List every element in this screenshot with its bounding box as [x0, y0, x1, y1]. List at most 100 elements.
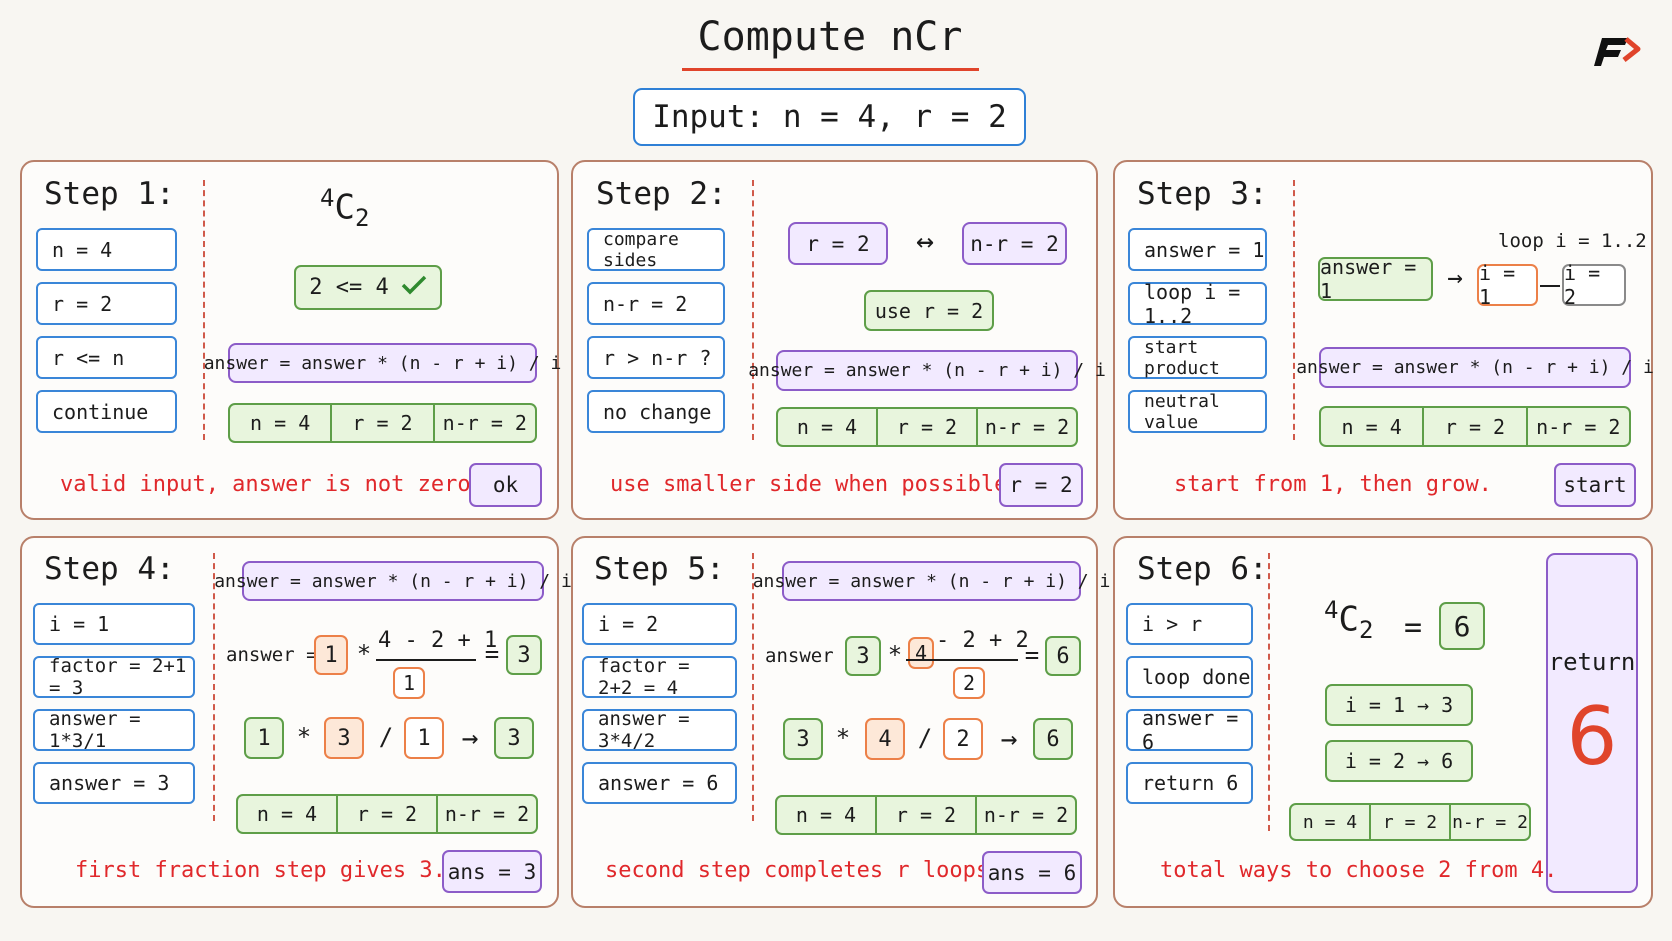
step-3-box: answer = 1: [1128, 228, 1267, 271]
step-3-box: loop i = 1..2: [1128, 280, 1267, 328]
row-operator: /: [917, 724, 933, 752]
ans-3-button[interactable]: ans = 3: [442, 850, 542, 893]
step-6-title: Step 6:: [1137, 551, 1268, 587]
fraction-bar: [906, 659, 1018, 661]
step-2-box: r > n-r ?: [587, 336, 725, 379]
step-4-box: answer = 1*3/1: [33, 708, 195, 752]
prev-answer-box: 3: [845, 636, 881, 676]
equals-sign: =: [1024, 641, 1040, 669]
step-2-box: n-r = 2: [587, 282, 725, 325]
step-1-box: r <= n: [36, 336, 177, 379]
i1-box: i = 1: [1477, 261, 1538, 309]
step-3-title: Step 3:: [1137, 176, 1268, 212]
step-2-box: compare sides: [587, 228, 725, 271]
answer-label: answer =: [765, 645, 857, 667]
step-1-divider: [203, 180, 205, 440]
arrow-right-icon: →: [461, 721, 479, 754]
row-operator: *: [296, 723, 312, 751]
step-6-box: i > r: [1126, 603, 1253, 645]
step-4-divider: [213, 553, 215, 821]
row-value: 3: [783, 718, 823, 760]
loop-step-box: i = 1 → 3: [1325, 684, 1473, 726]
result-box: 6: [1439, 602, 1485, 650]
step-5-box: factor = 2+2 = 4: [582, 655, 737, 699]
row-value: 3: [324, 717, 364, 759]
row-value: 2: [943, 718, 983, 760]
arrow-right-icon: →: [1447, 263, 1463, 293]
equals-sign: =: [484, 640, 500, 668]
ncr-notation: 4C2: [1324, 596, 1374, 645]
brand-logo-icon: [1588, 30, 1644, 70]
fraction-bar: [376, 659, 476, 661]
r-pill: r = 2: [788, 222, 888, 265]
step-6-box: answer = 6: [1126, 706, 1253, 754]
fraction-denominator: 2: [953, 667, 985, 699]
step-1-box: r = 2: [36, 282, 177, 325]
step-5-box: answer = 6: [582, 762, 737, 804]
step-6-box: return 6: [1126, 762, 1253, 804]
step-5-title: Step 5:: [594, 551, 725, 587]
use-r-box: use r = 2: [864, 290, 994, 331]
step-4-box: answer = 3: [33, 762, 195, 804]
step-4-box: factor = 2+1 = 3: [33, 655, 195, 699]
row-value: 6: [1033, 718, 1073, 760]
formula-pill: answer = answer * (n - r + i) / i: [204, 343, 561, 383]
ok-button[interactable]: ok: [469, 463, 542, 507]
return-value: 6: [1566, 690, 1618, 783]
fraction-denominator: 1: [393, 667, 425, 699]
swap-arrow-icon: ↔: [915, 224, 935, 259]
row-value: 1: [244, 717, 284, 759]
step-1-title: Step 1:: [44, 176, 175, 212]
step-3-note: start from 1, then grow.: [1174, 472, 1492, 497]
formula-pill: answer = answer * (n - r + i) / i: [1296, 347, 1654, 388]
return-label: return: [1548, 648, 1636, 676]
arrow-right-icon: →: [1000, 722, 1018, 755]
row-value: 1: [404, 717, 444, 759]
result-box: 3: [506, 635, 542, 675]
row-operator: /: [378, 723, 394, 751]
step-4-note: first fraction step gives 3.: [75, 858, 446, 883]
checkmark-icon: [401, 274, 427, 302]
loop-step-box: i = 2 → 6: [1325, 740, 1473, 782]
step-3-box: neutral value: [1128, 390, 1267, 433]
ans-6-button[interactable]: ans = 6: [982, 851, 1082, 894]
step-1-box: continue: [36, 390, 177, 433]
row-value: 3: [494, 717, 534, 759]
step-5-note: second step completes r loops.: [605, 858, 1003, 883]
step-6-note: total ways to choose 2 from 4.: [1160, 858, 1558, 883]
fraction-numerator: 4 - 2 + 1: [378, 628, 498, 653]
step-2-divider: [752, 180, 754, 440]
row-value: 4: [865, 718, 905, 760]
i2-box: i = 2: [1562, 261, 1626, 309]
start-button[interactable]: start: [1554, 463, 1636, 507]
n-minus-r-pill: n-r = 2: [962, 222, 1067, 265]
step-5-box: i = 2: [582, 603, 737, 645]
r-equals-2-button[interactable]: r = 2: [999, 463, 1083, 507]
step-5-box: answer = 3*4/2: [582, 708, 737, 752]
equals-sign: =: [1403, 610, 1423, 645]
fraction-numerator: - 2 + 2: [936, 628, 1029, 653]
formula-pill: answer = answer * (n - r + i) / i: [748, 350, 1106, 391]
step-2-note: use smaller side when possible.: [610, 472, 1021, 497]
page-title: Compute nCr: [697, 14, 963, 60]
formula-pill: answer = answer * (n - r + i) / i: [753, 561, 1110, 601]
answer-label: answer =: [226, 644, 318, 666]
check-box: 2 <= 4: [294, 265, 442, 310]
result-box: 6: [1045, 636, 1081, 676]
step-4-title: Step 4:: [44, 551, 175, 587]
title-underline: [682, 68, 979, 71]
connector-line: [1540, 285, 1560, 287]
times-sign: *: [356, 640, 372, 668]
step-1-box: n = 4: [36, 228, 177, 271]
return-panel: [1546, 553, 1638, 893]
numerator-highlight: 4: [908, 637, 934, 669]
step-3-box: start product: [1128, 336, 1267, 379]
step-5-divider: [752, 553, 754, 821]
loop-label: loop i = 1..2: [1498, 230, 1647, 252]
